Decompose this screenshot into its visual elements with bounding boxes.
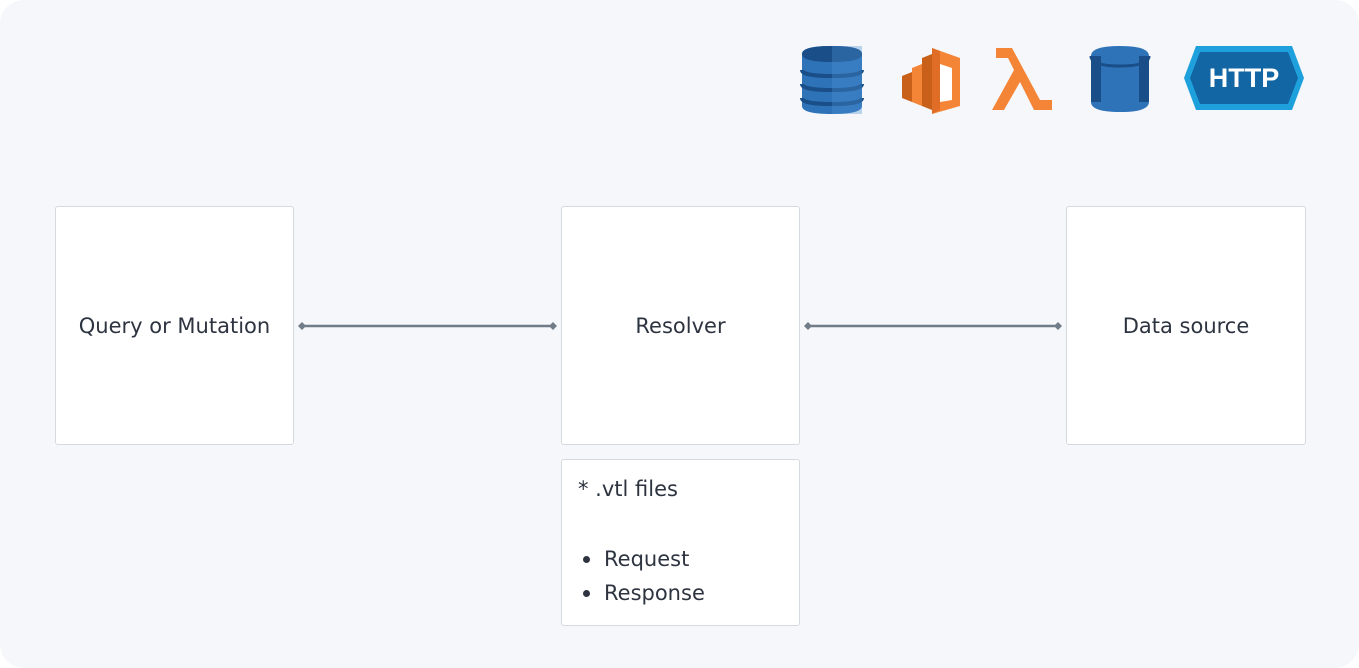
edge-query-resolver: [298, 322, 557, 330]
edge-end-marker: [804, 322, 812, 330]
lambda-icon: [992, 48, 1052, 110]
list-item-label: Response: [604, 581, 705, 605]
http-icon: HTTP: [1184, 46, 1304, 110]
node-label: Resolver: [635, 313, 726, 338]
bullet-icon: [583, 590, 590, 597]
resolver-notes: * .vtl files Request Response: [561, 459, 800, 626]
edge-end-marker: [298, 322, 306, 330]
notes-title: * .vtl files: [578, 477, 678, 501]
node-resolver: Resolver: [561, 206, 800, 445]
node-data-source: Data source: [1066, 206, 1306, 445]
edge-end-marker: [1054, 322, 1062, 330]
node-label: Query or Mutation: [78, 313, 271, 338]
aurora-icon: [902, 48, 960, 114]
notes-list: Request Response: [578, 542, 783, 610]
bullet-icon: [583, 556, 590, 563]
edge-resolver-datasource: [804, 322, 1062, 330]
node-query-or-mutation: Query or Mutation: [55, 206, 294, 445]
list-item-label: Request: [604, 547, 690, 571]
rds-icon: [1089, 46, 1151, 112]
node-label: Data source: [1122, 313, 1250, 338]
edge-end-marker: [549, 322, 557, 330]
dynamodb-icon: [800, 46, 864, 114]
http-label: HTTP: [1209, 63, 1280, 93]
list-item: Response: [578, 576, 783, 610]
list-item: Request: [578, 542, 783, 576]
